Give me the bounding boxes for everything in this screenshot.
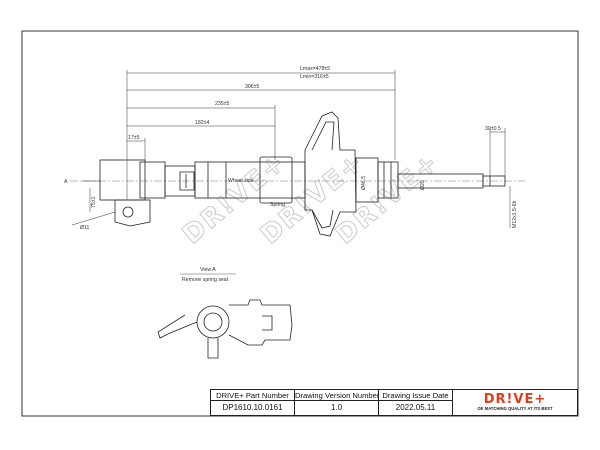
- view-a-slot: [262, 315, 273, 331]
- dimension-lines: [71, 70, 511, 228]
- view-a: View A Remove spring seat: [157, 267, 293, 359]
- label-wheel-side: Wheel side: [228, 178, 254, 184]
- title-block: DRIVE+ Part Number DP1610.10.0161 Drawin…: [210, 389, 578, 416]
- dim-235: 235±5: [215, 101, 230, 107]
- label-spring: Spring: [270, 202, 285, 208]
- view-a-outer-ring: [196, 305, 230, 339]
- dim-thread: M12x1.5-6h: [512, 200, 518, 228]
- part-number-label: DRIVE+ Part Number: [211, 390, 294, 401]
- dim-30: 30±0.5: [485, 126, 501, 132]
- view-a-inner-ring: [203, 312, 223, 332]
- dim-182: 182±4: [195, 120, 210, 126]
- part-number-value: DP1610.10.0161: [222, 403, 283, 412]
- dim-lmax: Lmax=478±5: [300, 66, 330, 72]
- spring-seat-lower: [259, 156, 293, 204]
- view-a-lower-tab: [207, 338, 219, 359]
- lower-mount: [99, 159, 146, 201]
- part-number-column: DRIVE+ Part Number DP1610.10.0161: [211, 390, 295, 415]
- sheet-border: [21, 30, 579, 417]
- upper-spring-seat-inner: [311, 121, 335, 229]
- dim-17: 17±5: [128, 135, 140, 141]
- dim-306: 306±5: [245, 84, 260, 90]
- dim-body: Ø46.5: [361, 176, 367, 190]
- bracket-tab: [179, 171, 195, 191]
- issue-date-label: Drawing Issue Date: [379, 390, 452, 401]
- knuckle-lug: [114, 199, 151, 227]
- view-a-bracket: [228, 299, 293, 346]
- view-a-title: View A: [200, 267, 216, 273]
- dim-datum: A: [64, 179, 68, 185]
- brand-tagline: OE MATCHING QUALITY AT ITS BEST: [477, 406, 553, 411]
- view-a-note: Remove spring seat: [182, 277, 229, 283]
- view-a-left-arm: [157, 314, 198, 339]
- watermark-group: DR!VE+ DR!VE+ DR!VE+: [177, 146, 446, 251]
- dim-rod: Ø20: [420, 180, 426, 190]
- drawing-version-column: Drawing Version Number 1.0: [295, 390, 379, 415]
- dim-hole: Ø11: [80, 225, 90, 231]
- lug-hole: [122, 206, 134, 218]
- rod-thread: [482, 175, 506, 187]
- dim-75: 75±1: [91, 196, 97, 208]
- lug-outline: [114, 199, 151, 227]
- brand-name: DR!VE+: [483, 392, 547, 407]
- mount-clamp: [139, 161, 166, 199]
- drawing-version-label: Drawing Version Number: [295, 391, 378, 401]
- brand-logo: DR!VE+ OE MATCHING QUALITY AT ITS BEST: [453, 390, 577, 415]
- issue-date-column: Drawing Issue Date 2022.05.11: [379, 390, 453, 415]
- dimension-texts: Lmax=478±5 Lmin=316±5 306±5 235±5 182±4 …: [64, 66, 518, 231]
- dim-lmin: Lmin=316±5: [300, 74, 329, 80]
- issue-date-value: 2022.05.11: [395, 403, 436, 412]
- drawing-version-value: 1.0: [330, 403, 343, 412]
